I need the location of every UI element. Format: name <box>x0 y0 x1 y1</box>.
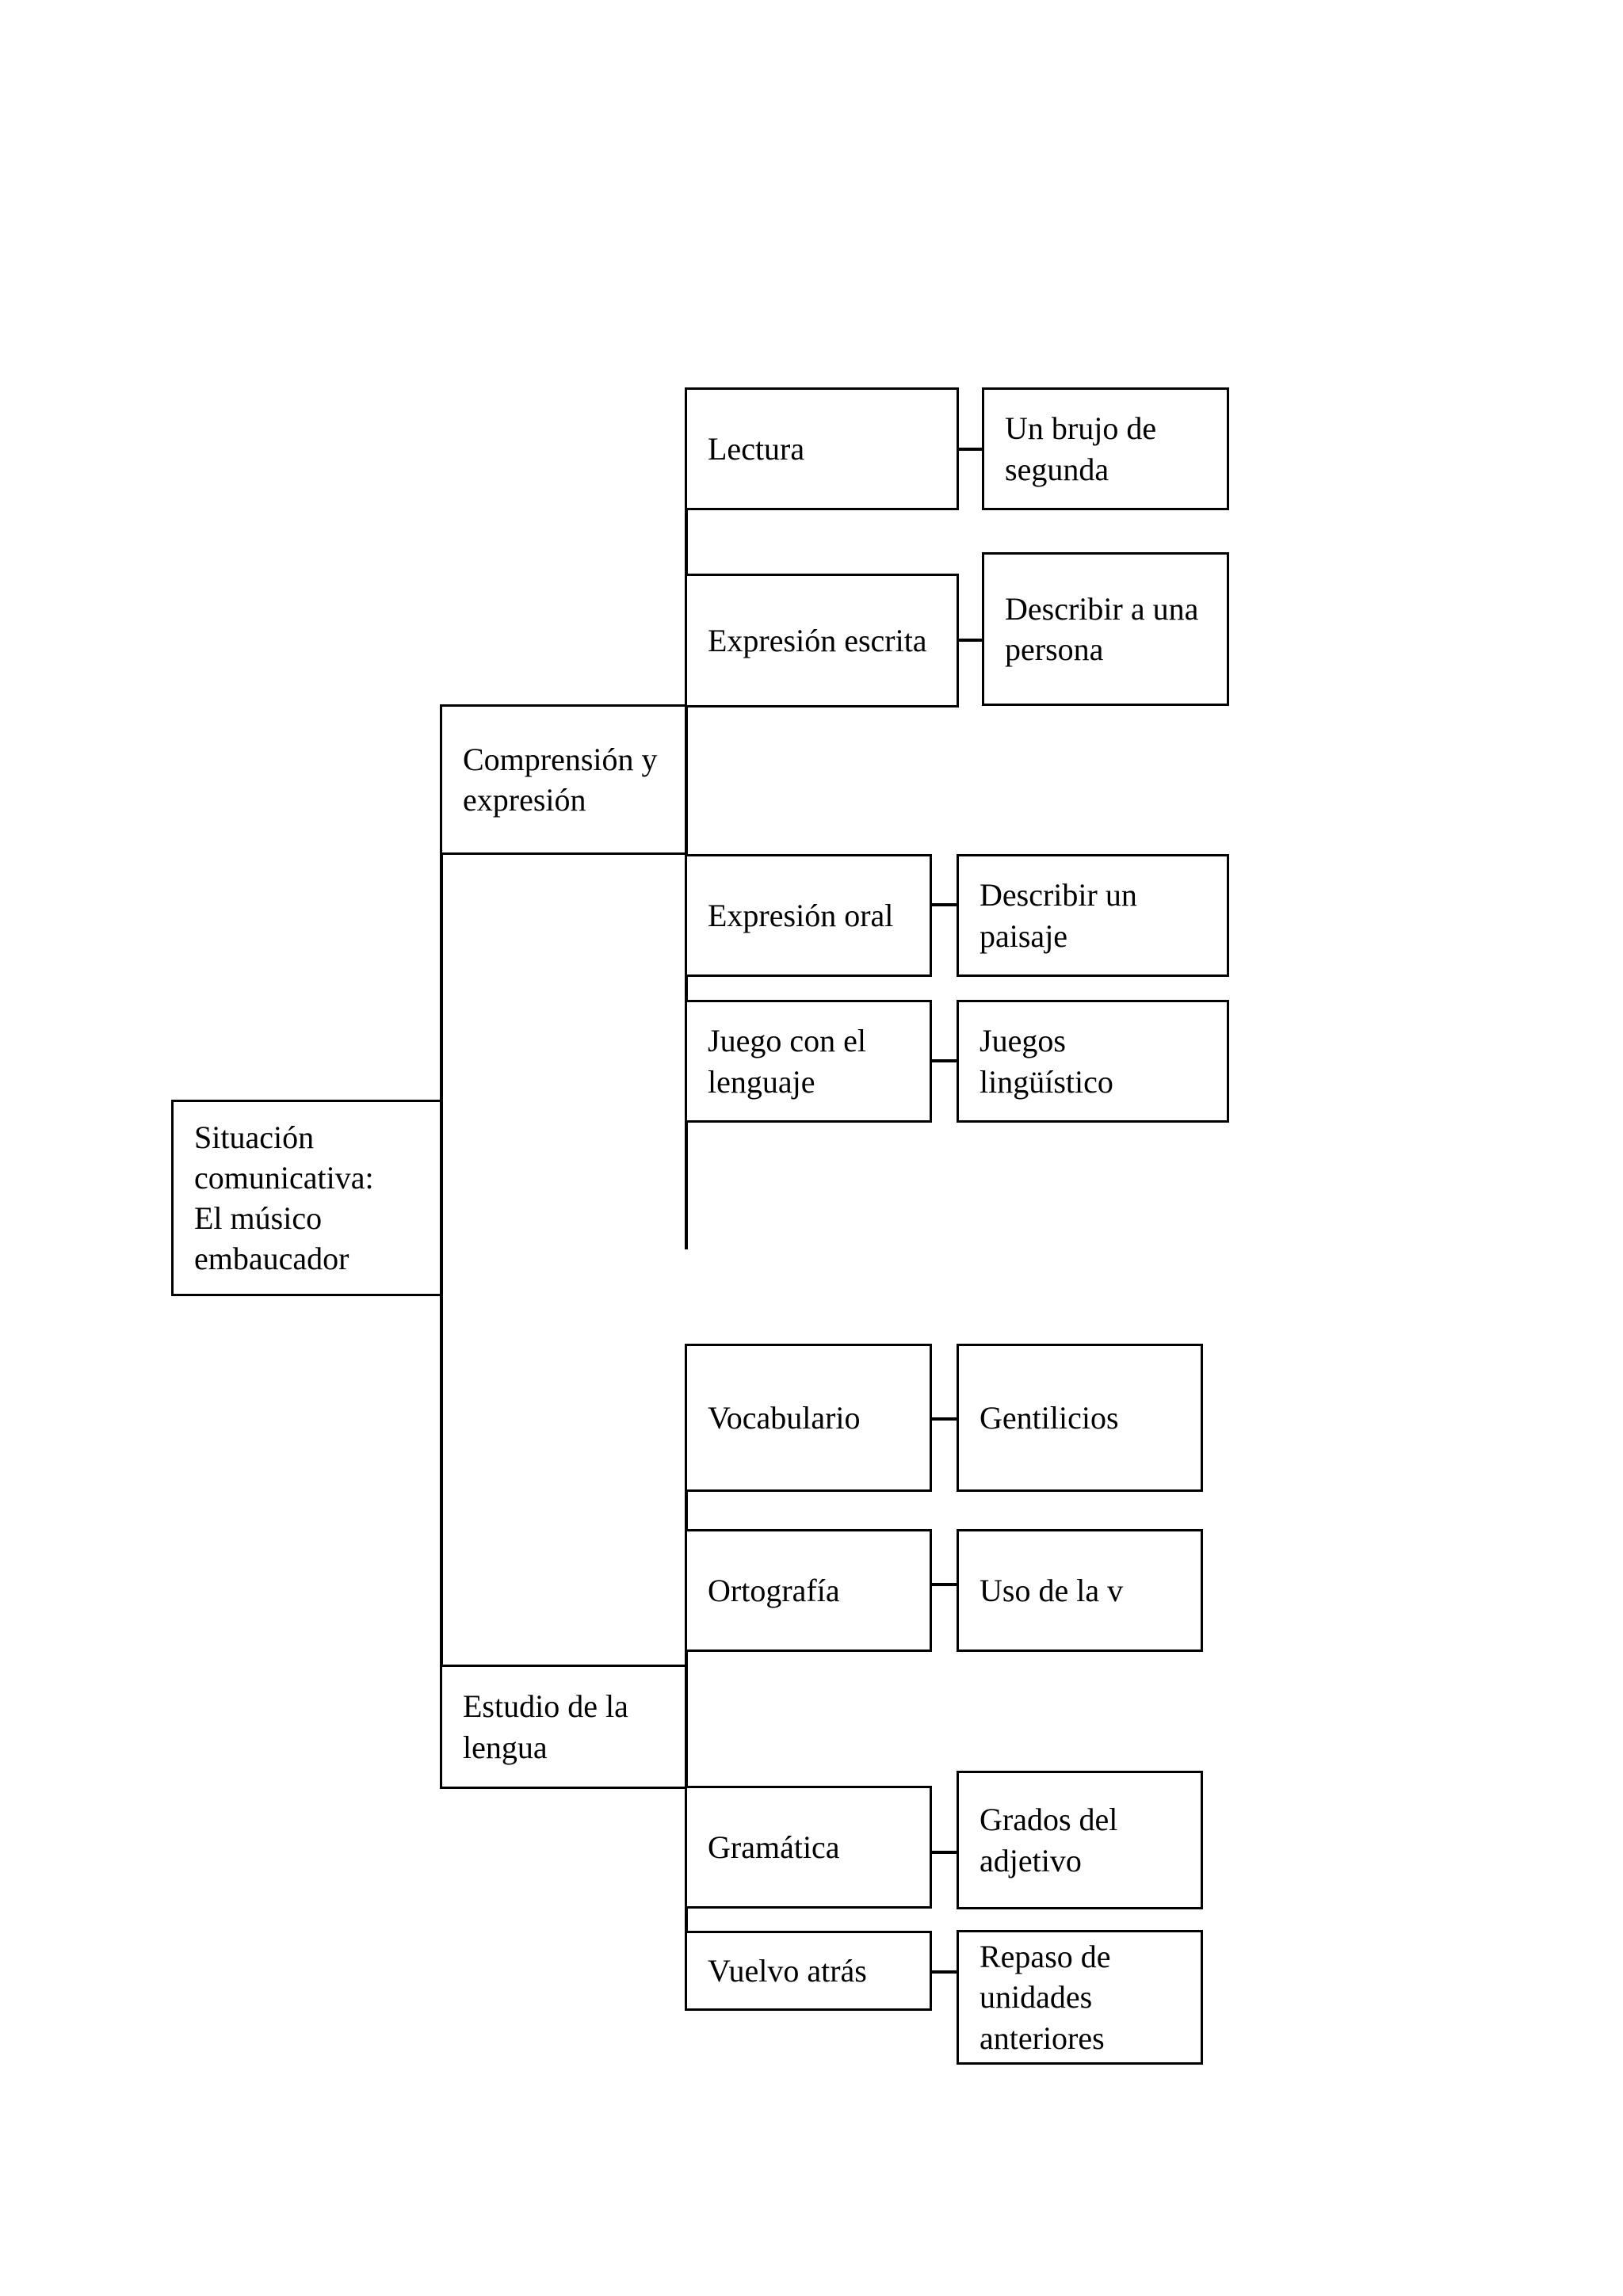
node-expresion-oral[interactable]: Expresión oral <box>685 854 932 977</box>
node-comprension-y-expresion-label: Comprensión y expresión <box>463 741 658 818</box>
node-describir-a-una-persona-label: Describir a una persona <box>1005 590 1199 667</box>
node-gramatica[interactable]: Gramática <box>685 1786 932 1909</box>
node-uso-de-la-v-label: Uso de la v <box>980 1572 1124 1608</box>
node-juego-con-el-lenguaje-label: Juego con el lenguaje <box>708 1023 866 1100</box>
node-root-label: Situación comunicativa: El músico embauc… <box>194 1119 374 1277</box>
connector-lectura-un-brujo-de-segunda <box>957 448 984 451</box>
node-uso-de-la-v[interactable]: Uso de la v <box>957 1529 1203 1652</box>
node-expresion-escrita[interactable]: Expresión escrita <box>685 574 959 707</box>
node-vocabulario[interactable]: Vocabulario <box>685 1344 932 1492</box>
node-grados-del-adjetivo[interactable]: Grados del adjetivo <box>957 1771 1203 1909</box>
node-vocabulario-label: Vocabulario <box>708 1399 861 1436</box>
node-un-brujo-de-segunda-label: Un brujo de segunda <box>1005 410 1157 487</box>
node-describir-un-paisaje[interactable]: Describir un paisaje <box>957 854 1229 977</box>
connector-vuelvo-atras-repaso-de-unidades-anteriores <box>930 1970 958 1974</box>
node-gramatica-label: Gramática <box>708 1829 840 1865</box>
node-grados-del-adjetivo-label: Grados del adjetivo <box>980 1802 1118 1878</box>
connector-expresion-escrita-describir-a-una-persona <box>957 639 984 642</box>
node-lectura[interactable]: Lectura <box>685 387 959 510</box>
node-un-brujo-de-segunda[interactable]: Un brujo de segunda <box>982 387 1229 510</box>
node-ortografia-label: Ortografía <box>708 1572 840 1608</box>
node-expresion-escrita-label: Expresión escrita <box>708 622 927 658</box>
node-juego-con-el-lenguaje[interactable]: Juego con el lenguaje <box>685 1000 932 1123</box>
node-describir-un-paisaje-label: Describir un paisaje <box>980 877 1137 954</box>
connector-expresion-oral-describir-un-paisaje <box>930 903 958 906</box>
node-vuelvo-atras[interactable]: Vuelvo atrás <box>685 1931 932 2011</box>
node-repaso-de-unidades-anteriores[interactable]: Repaso de unidades anteriores <box>957 1930 1203 2065</box>
node-root[interactable]: Situación comunicativa: El músico embauc… <box>171 1100 442 1296</box>
node-repaso-de-unidades-anteriores-label: Repaso de unidades anteriores <box>980 1939 1111 2056</box>
node-juegos-linguistico-label: Juegos lingüístico <box>980 1023 1113 1100</box>
connector-juego-con-el-lenguaje-juegos-linguistico <box>930 1059 958 1062</box>
connector-vocabulario-gentilicios <box>930 1417 958 1421</box>
connector-gramatica-grados-del-adjetivo <box>930 1851 958 1854</box>
node-comprension-y-expresion[interactable]: Comprensión y expresión <box>440 704 687 855</box>
node-ortografia[interactable]: Ortografía <box>685 1529 932 1652</box>
node-vuelvo-atras-label: Vuelvo atrás <box>708 1952 867 1989</box>
node-juegos-linguistico[interactable]: Juegos lingüístico <box>957 1000 1229 1123</box>
node-describir-a-una-persona[interactable]: Describir a una persona <box>982 552 1229 706</box>
node-gentilicios-label: Gentilicios <box>980 1399 1119 1436</box>
node-lectura-label: Lectura <box>708 430 805 467</box>
node-estudio-de-la-lengua[interactable]: Estudio de la lengua <box>440 1665 687 1789</box>
node-estudio-de-la-lengua-label: Estudio de la lengua <box>463 1688 628 1765</box>
node-expresion-oral-label: Expresión oral <box>708 897 894 933</box>
node-gentilicios[interactable]: Gentilicios <box>957 1344 1203 1492</box>
connector-ortografia-uso-de-la-v <box>930 1583 958 1586</box>
